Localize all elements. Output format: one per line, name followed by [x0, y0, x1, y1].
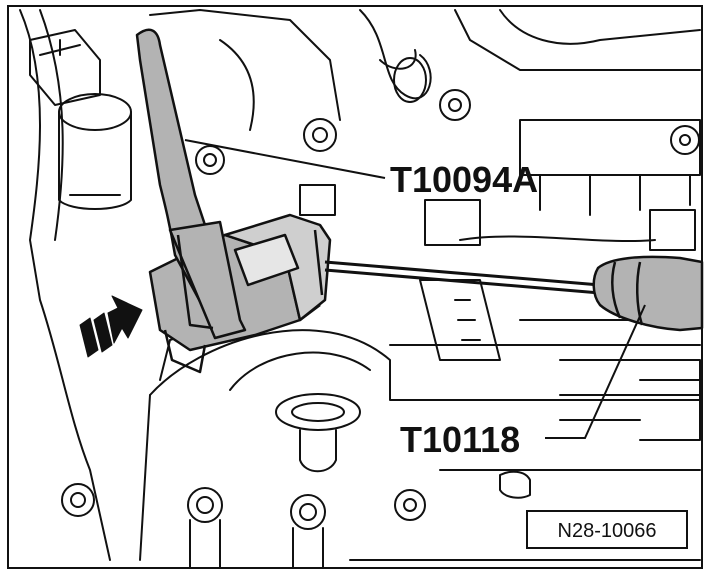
leader-lines [184, 139, 646, 439]
figure-frame [7, 5, 703, 569]
callout-t10118: T10118 [400, 419, 520, 460]
hatched-arrow-icon [79, 295, 143, 358]
figure-code-box [526, 510, 688, 549]
tool-t10118 [324, 255, 704, 332]
engine-background [19, 9, 701, 569]
leader-t10118 [545, 304, 646, 439]
callout-t10094a: T10094A [390, 159, 538, 200]
leader-t10094a [184, 139, 386, 179]
figure-code: N28-10066 [558, 520, 657, 542]
tool-t10094a [135, 28, 247, 340]
